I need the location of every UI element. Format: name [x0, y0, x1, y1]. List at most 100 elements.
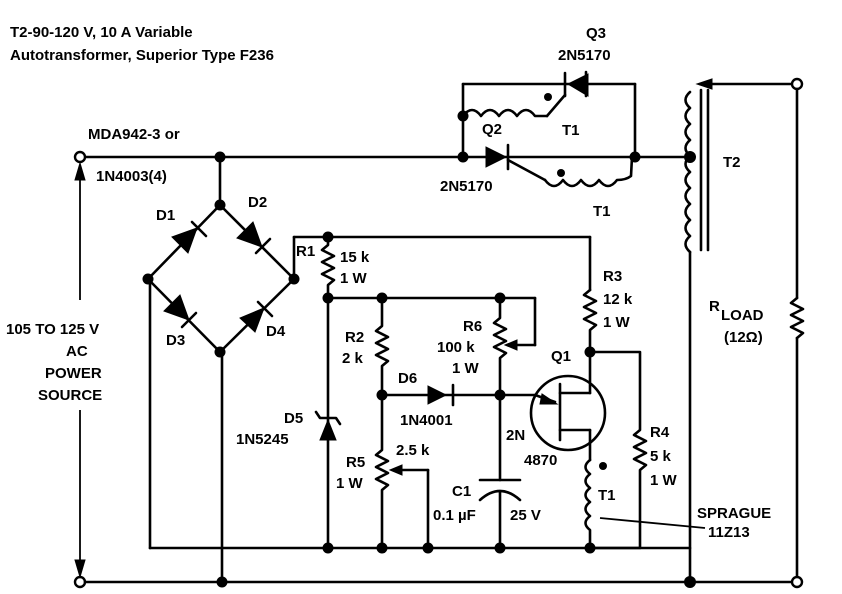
d1-label: D1 [156, 207, 175, 224]
d2-label: D2 [248, 194, 267, 211]
polarity-dot [557, 169, 565, 177]
zener-bar [314, 410, 342, 426]
source-label-4: SOURCE [38, 387, 102, 404]
inductor-icon [461, 108, 549, 118]
node [584, 542, 596, 554]
diode-icon [236, 221, 263, 248]
gate-lead [506, 158, 547, 182]
rload-value: (12Ω) [724, 329, 763, 346]
node [142, 273, 154, 285]
diode-d4 [239, 300, 274, 333]
node [422, 542, 434, 554]
emitter-arrow-icon [539, 393, 559, 405]
t1-part-1: SPRAGUE [697, 505, 771, 522]
d5-label: D5 [284, 410, 303, 427]
t2-label: T2 [723, 154, 741, 171]
potentiometer-r5: R5 1 W 2.5 k [336, 393, 434, 554]
r6-power: 1 W [452, 360, 480, 377]
diode-d6: D6 1N4001 [380, 370, 537, 429]
source-label-2: AC [66, 343, 88, 360]
r5-label: R5 [346, 454, 365, 471]
zener-d5: D5 1N5245 [236, 296, 342, 554]
scr-section: Q3 2N5170 T1 Q2 2N5170 T1 [440, 25, 692, 220]
d6-label: D6 [398, 370, 417, 387]
c1-value: 0.1 µF [433, 507, 476, 524]
inductor-icon [684, 90, 692, 254]
inductor-icon [584, 458, 592, 550]
resistor-r4: R4 5 k 1 W [588, 350, 678, 550]
source-label-1: 105 TO 125 V [6, 321, 99, 338]
diode-icon [427, 385, 448, 405]
diode-icon [171, 227, 198, 254]
ac-source: 105 TO 125 V AC POWER SOURCE [6, 150, 465, 589]
r1-value: 15 k [340, 249, 370, 266]
resistor-icon [492, 296, 508, 397]
bridge-part-label-1: MDA942-3 or [88, 126, 180, 143]
q1-part-2: 4870 [524, 452, 557, 469]
arrow-up-icon [74, 161, 86, 181]
r1-power: 1 W [340, 270, 368, 287]
r3-value: 12 k [603, 291, 633, 308]
rload-label-main: R [709, 298, 720, 315]
diode-bar [180, 311, 198, 329]
wiper-arrow-icon [388, 464, 403, 476]
r4-value: 5 k [650, 448, 672, 465]
diode-d3 [163, 294, 198, 329]
d4-label: D4 [266, 323, 286, 340]
q1-part-1: 2N [506, 427, 525, 444]
input-terminal-top[interactable] [73, 150, 87, 164]
resistor-icon [582, 288, 598, 395]
t1-part-2: 11Z13 [708, 524, 750, 541]
t1-label: T1 [598, 487, 616, 504]
bridge-part-label-2: 1N4003(4) [96, 168, 167, 185]
diode-bar [190, 220, 208, 238]
arrow-down-icon [74, 559, 86, 579]
r2-value: 2 k [342, 350, 364, 367]
q2-part: 2N5170 [440, 178, 493, 195]
output-terminal-top[interactable] [790, 77, 804, 91]
wiper-arrow-icon [695, 78, 713, 90]
r3-power: 1 W [603, 314, 631, 331]
diode-bar [256, 300, 274, 318]
zener-diode-icon [319, 418, 337, 441]
r2-label: R2 [345, 329, 364, 346]
r5-power: 1 W [336, 475, 364, 492]
resistor-r3: R3 12 k 1 W [582, 235, 633, 395]
wiper-arrow-icon [503, 339, 518, 351]
capacitor-c1: C1 0.1 µF 25 V [433, 393, 541, 554]
q3-part: 2N5170 [558, 47, 611, 64]
r6-label: R6 [463, 318, 482, 335]
node [494, 542, 506, 554]
r6-value: 100 k [437, 339, 475, 356]
transistor-envelope [529, 374, 607, 452]
resistor-icon [320, 235, 336, 300]
potentiometer-r6: R6 100 k 1 W [437, 296, 537, 397]
resistor-icon [789, 296, 805, 340]
node [376, 542, 388, 554]
node [214, 346, 226, 358]
load-resistor: R LOAD (12Ω) [709, 77, 805, 589]
polarity-dot [599, 462, 607, 470]
title-line-2: Autotransformer, Superior Type F236 [10, 47, 274, 64]
node [216, 576, 228, 588]
q3-label: Q3 [586, 25, 606, 42]
transistor-q1: 2N 4870 Q1 [506, 348, 607, 469]
node [322, 542, 334, 554]
inductor-icon [543, 155, 634, 188]
d5-part: 1N5245 [236, 431, 289, 448]
resistor-icon [374, 393, 390, 550]
diode-icon [239, 307, 265, 333]
q2-label: Q2 [482, 121, 502, 138]
d3-label: D3 [166, 332, 185, 349]
diode-d1 [171, 220, 208, 254]
output-terminal-bottom[interactable] [790, 575, 804, 589]
gate-lead [545, 93, 567, 118]
scr-q3-icon [566, 73, 589, 97]
leader-line [599, 517, 706, 529]
r5-value: 2.5 k [396, 442, 430, 459]
t1-upper-label: T1 [562, 122, 580, 139]
scr-q2-icon [485, 146, 508, 168]
node [684, 151, 696, 163]
diode-d2 [236, 221, 272, 255]
resistor-icon [588, 350, 648, 550]
